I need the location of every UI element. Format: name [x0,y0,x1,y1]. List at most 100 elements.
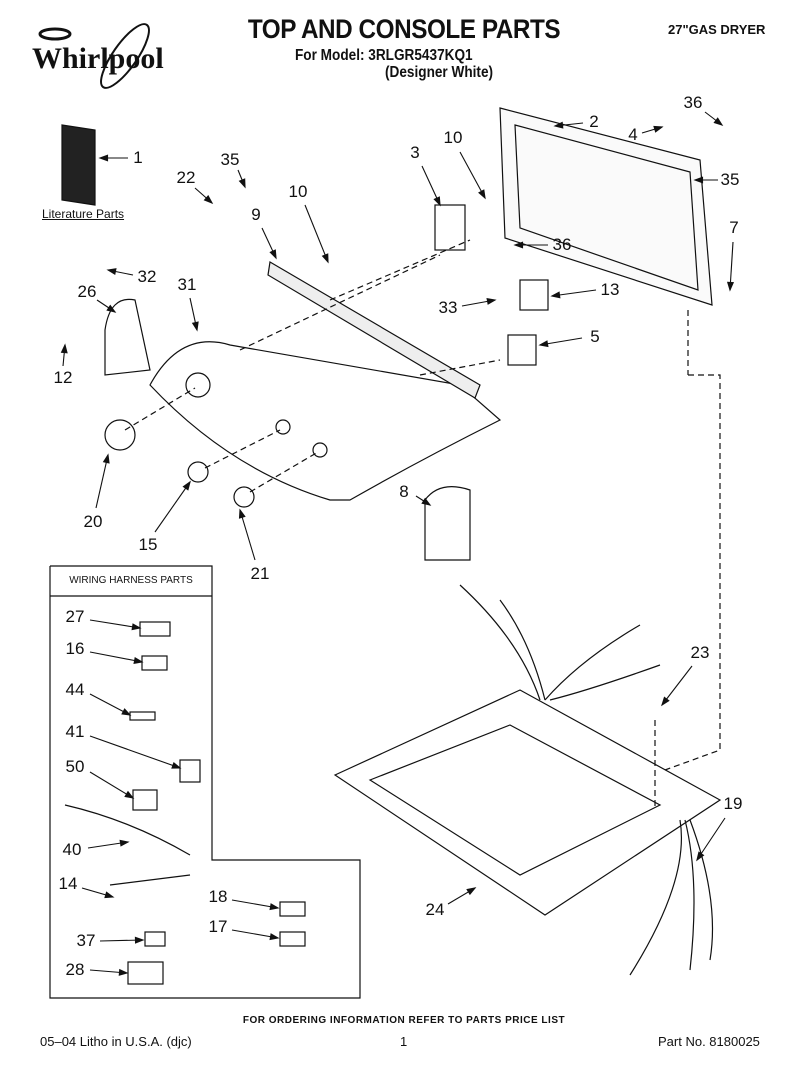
arrowhead [421,497,432,506]
wiring-harness-title: WIRING HARNESS PARTS [69,575,193,586]
callout-18: 18 [208,887,228,906]
callout-50: 50 [65,757,85,776]
callout-44: 44 [65,680,85,699]
callout-28: 28 [65,960,85,979]
arrowhead [119,839,130,847]
callout-20: 20 [83,512,103,531]
callout-14: 14 [58,874,78,893]
arrowhead [513,241,524,249]
callout-5: 5 [590,327,600,346]
model-variant: (Designer White) [385,64,494,81]
arrowhead [238,178,246,189]
arrowhead [60,343,68,354]
console-panel [149,341,502,501]
part-number: Part No. 8180025 [658,1034,760,1049]
callout-22: 22 [176,168,196,187]
arrowhead [98,154,109,162]
arrowhead [713,117,724,126]
arrowhead [478,189,486,200]
timer [434,204,466,251]
end-cap-left [104,298,151,376]
arrowhead [269,903,280,911]
callout-31: 31 [177,275,197,294]
arrowhead [171,761,182,769]
model-number: For Model: 3RLGR5437KQ1 [295,47,473,64]
callout-15: 15 [138,535,158,554]
callout-35: 35 [720,170,740,189]
callout-36: 36 [552,235,572,254]
arrowhead [321,253,329,264]
ordering-note: FOR ORDERING INFORMATION REFER TO PARTS … [242,1015,566,1026]
arrowhead [538,340,549,348]
callout-37: 37 [76,931,96,950]
callout-41: 41 [65,722,85,741]
leader-arrow [661,665,693,706]
arrowhead [269,249,277,260]
callout-8: 8 [399,482,409,501]
arrowhead [131,623,142,631]
callout-16: 16 [65,639,85,658]
leader-arrow [239,509,256,561]
arrowhead [653,125,664,133]
page-number: 1 [400,1034,408,1049]
arrowhead [106,304,117,313]
leader-arrow [304,204,329,263]
arrowhead [696,851,705,862]
arrowhead [238,508,246,519]
arrowhead [102,453,110,464]
leader-arrow [696,817,726,861]
callout-10: 10 [443,128,463,147]
arrowhead [191,321,199,332]
knob-20 [104,419,136,451]
arrowhead [269,933,280,941]
arrowhead [106,268,117,276]
arrowhead [661,696,670,707]
callout-9: 9 [251,205,261,224]
leader-arrow [89,735,181,769]
callout-26: 26 [77,282,97,301]
knob-21 [233,486,255,508]
arrowhead [550,291,561,299]
svg-text:Whirlpool: Whirlpool [32,42,164,75]
callout-13: 13 [600,280,620,299]
literature-parts-label: Literature Parts [42,207,125,221]
callout-24: 24 [425,900,445,919]
callout-40: 40 [62,840,82,859]
callout-27: 27 [65,607,85,626]
arrowhead [118,968,129,976]
arrowhead [124,790,135,799]
page-title: TOP AND CONSOLE PARTS [247,14,561,44]
literature-booklet [61,124,96,206]
arrowhead [203,195,214,205]
console-bracket [267,261,481,399]
arrowhead [433,196,441,207]
arrowhead [121,708,132,716]
callout-19: 19 [723,794,743,813]
litho-info: 05–04 Litho in U.S.A. (djc) [40,1034,192,1049]
callout-4: 4 [628,125,638,144]
callout-7: 7 [729,218,739,237]
leader-arrow [89,619,141,629]
arrowhead [486,297,497,305]
leader-arrow [89,771,134,799]
console-rear-panel [499,107,713,306]
callout-32: 32 [137,267,157,286]
wiring-harness-box [49,565,361,999]
callout-12: 12 [53,368,73,387]
callout-10: 10 [288,182,308,201]
callout-1: 1 [133,148,143,167]
arrowhead [726,281,735,292]
dryer-top [333,689,722,916]
callout-17: 17 [208,917,228,936]
callout-23: 23 [690,643,710,662]
callout-2: 2 [589,112,599,131]
product-type: 27"GAS DRYER [668,22,766,37]
end-cap-right [424,486,471,561]
callout-33: 33 [438,298,458,317]
arrowhead [466,887,477,896]
callout-3: 3 [410,143,420,162]
arrowhead [104,891,115,899]
leader-arrow [154,481,191,533]
callout-21: 21 [250,564,270,583]
